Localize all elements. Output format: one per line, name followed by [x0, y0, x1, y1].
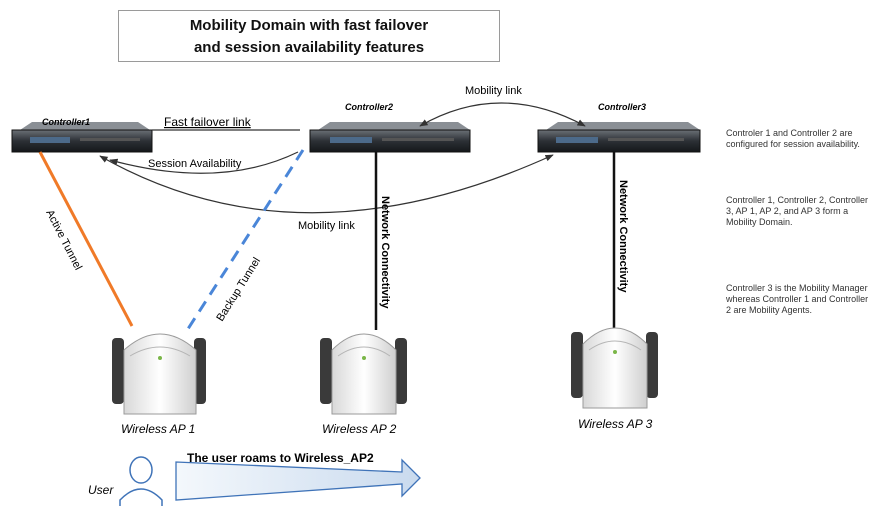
access-point-1-label: Wireless AP 1	[121, 422, 195, 436]
controller-2-label: Controller2	[345, 102, 393, 112]
mobility-link-top-label: Mobility link	[465, 85, 522, 97]
controller-3	[537, 122, 701, 153]
session-availability-label: Session Availability	[148, 158, 242, 170]
access-point-2-label: Wireless AP 2	[322, 422, 397, 436]
access-point-1	[112, 333, 206, 415]
note-mobility-domain: Controller 1, Controller 2, Controller 3…	[726, 195, 869, 227]
diagram-title-box: Mobility Domain with fast failover and s…	[118, 10, 500, 62]
roam-arrow	[175, 458, 421, 501]
backup-tunnel-line	[184, 149, 305, 333]
diagram-title-line1: Mobility Domain with fast failover	[189, 17, 429, 34]
network-connectivity-3-label: Network Connectivity	[617, 180, 629, 293]
controller-1-label: Controller1	[42, 117, 90, 127]
note-mobility-manager: Controller 3 is the Mobility Manager whe…	[726, 283, 869, 315]
mobility-link-bottom-label: Mobility link	[298, 220, 355, 232]
user-label: User	[88, 483, 114, 497]
controller-3-label: Controller3	[598, 102, 646, 112]
user-figure	[119, 456, 163, 506]
mobility-link-top-arrow	[419, 102, 586, 127]
backup-tunnel-label: Backup Tunnel	[214, 256, 263, 324]
fast-failover-label: Fast failover link	[164, 115, 252, 129]
controller-1	[11, 122, 153, 153]
access-point-2	[320, 333, 407, 415]
access-point-3-label: Wireless AP 3	[578, 417, 653, 431]
note-session-availability: Controler 1 and Controller 2 are configu…	[726, 128, 860, 149]
roam-arrow-label: The user roams to Wireless_AP2	[187, 451, 374, 465]
access-point-3	[571, 327, 658, 409]
mobility-link-bottom-arrow	[99, 154, 554, 214]
active-tunnel-line	[38, 151, 134, 327]
network-connectivity-2-label: Network Connectivity	[379, 196, 391, 309]
controller-2	[309, 122, 471, 153]
active-tunnel-label: Active Tunnel	[43, 208, 84, 272]
diagram-title-line2: and session availability features	[193, 39, 425, 56]
